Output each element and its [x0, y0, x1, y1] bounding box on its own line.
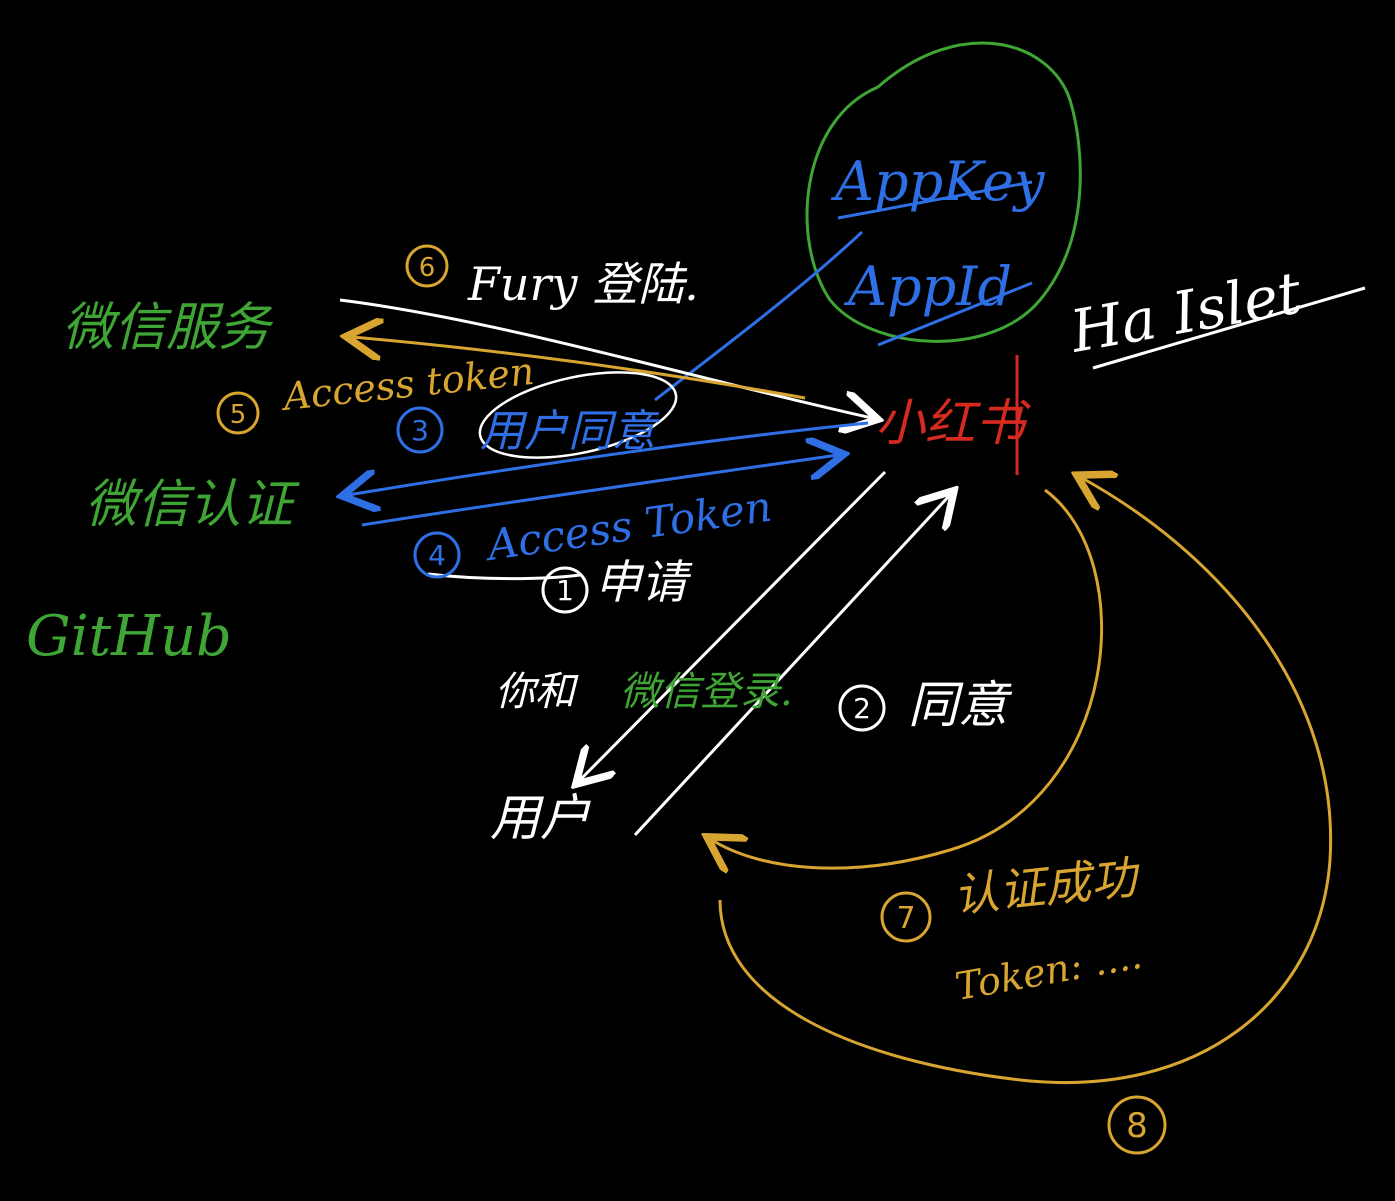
- step7-num: 7: [896, 901, 915, 936]
- appid-underline: [877, 281, 1033, 347]
- step8-num: 8: [1126, 1106, 1148, 1146]
- from-user-arrow: [633, 495, 950, 837]
- consent-to-appid-line: [654, 230, 864, 402]
- app-credentials-ellipse: [805, 41, 1082, 343]
- step6-badge: [405, 244, 449, 288]
- step4-arrow: [361, 455, 838, 527]
- step1-badge: [541, 566, 589, 614]
- step3-text: 用户同意: [480, 406, 660, 457]
- step1-text: 申请: [595, 555, 693, 609]
- step1-num: 1: [556, 574, 574, 607]
- step3-arrow: [348, 421, 869, 495]
- step6-arrow: [339, 298, 872, 418]
- step8-badge: [1107, 1095, 1167, 1155]
- step6-label: 6 Fury 登陆.: [405, 244, 699, 311]
- first-login-prefix: 你和: [495, 669, 579, 715]
- user-label: 用户: [490, 789, 591, 847]
- appkey-underline: [837, 180, 1033, 220]
- step1-label: 1 申请: [541, 555, 693, 614]
- step6-text: Fury 登陆.: [467, 257, 699, 311]
- step2-badge: [838, 684, 886, 732]
- step7-badge: [880, 891, 932, 943]
- xiaohongshu-label: 小红书: [875, 394, 1031, 452]
- step4-badge: [413, 531, 461, 579]
- step5-arrow: [352, 337, 806, 400]
- first-login-green: 微信登录.: [620, 669, 793, 715]
- step2-label: 2 同意: [838, 676, 1013, 734]
- step7-arrow: [712, 488, 1104, 868]
- step4-num: 4: [428, 539, 446, 572]
- step7-token-text: Token: ....: [952, 933, 1145, 1009]
- step3-label: 3 用户同意: [396, 406, 660, 457]
- step2-text: 同意: [908, 676, 1013, 734]
- appid-label: AppId: [843, 255, 1012, 318]
- first-weixin-login-note: 你和 微信登录.: [495, 669, 793, 715]
- step6-num: 6: [419, 253, 436, 283]
- step5-badge: [216, 391, 260, 435]
- weixin-auth-label: 微信认证: [85, 475, 300, 535]
- appkey-label: AppKey: [830, 150, 1046, 213]
- step7-label: 7 认证成功 Token: ....: [880, 849, 1145, 1009]
- step2-num: 2: [853, 692, 871, 725]
- ha-islet-label: Ha Islet: [1065, 258, 1307, 366]
- step3-num: 3: [411, 414, 429, 447]
- user-consent-ellipse: [478, 371, 678, 459]
- ha-islet-underline: [1092, 286, 1366, 370]
- step8-label: 8: [1107, 1095, 1167, 1155]
- github-label: GitHub: [26, 604, 232, 669]
- weixin-service-label: 微信服务: [62, 298, 274, 358]
- step5-num: 5: [230, 400, 247, 430]
- step8-arrow: [718, 478, 1333, 1085]
- step7-text: 认证成功: [951, 849, 1145, 922]
- step3-badge: [396, 406, 444, 454]
- to-user-arrow: [580, 470, 887, 780]
